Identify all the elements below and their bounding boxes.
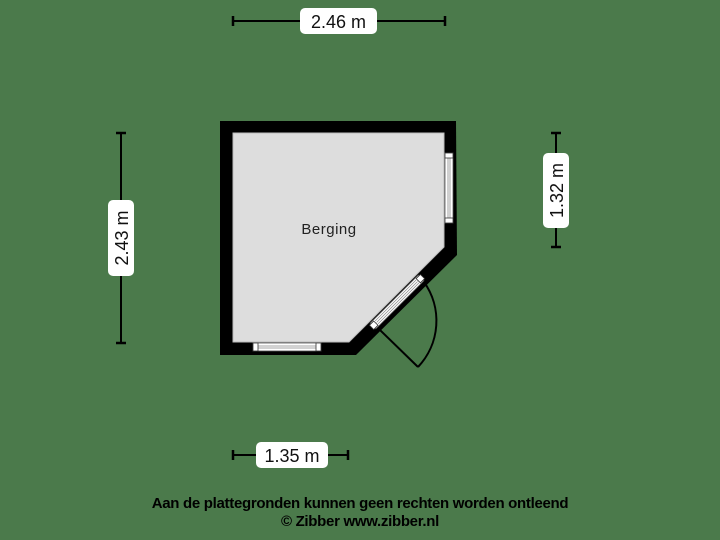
dimension-right-label: 1.32 m xyxy=(547,163,567,218)
dimension-top: 2.46 m xyxy=(231,8,447,34)
floor xyxy=(233,133,444,342)
dimension-left: 2.43 m xyxy=(108,131,134,345)
dimension-top-label: 2.46 m xyxy=(311,12,366,32)
door-swing-arc xyxy=(417,281,438,368)
room-label: Berging xyxy=(301,221,356,238)
dimension-left-label: 2.43 m xyxy=(112,210,132,265)
dimension-bottom: 1.35 m xyxy=(231,442,350,468)
dimension-bottom-label: 1.35 m xyxy=(264,446,319,466)
room-berging: Berging xyxy=(220,121,457,368)
window-bottom xyxy=(252,342,322,352)
dimension-right: 1.32 m xyxy=(543,131,569,249)
disclaimer-text: Aan de plattegronden kunnen geen rechten… xyxy=(151,495,569,512)
door xyxy=(368,273,438,368)
window-right xyxy=(444,152,454,224)
door-leaf xyxy=(379,329,419,368)
copyright-text: © Zibber www.zibber.nl xyxy=(280,513,440,530)
footer: Aan de plattegronden kunnen geen rechten… xyxy=(0,495,720,531)
